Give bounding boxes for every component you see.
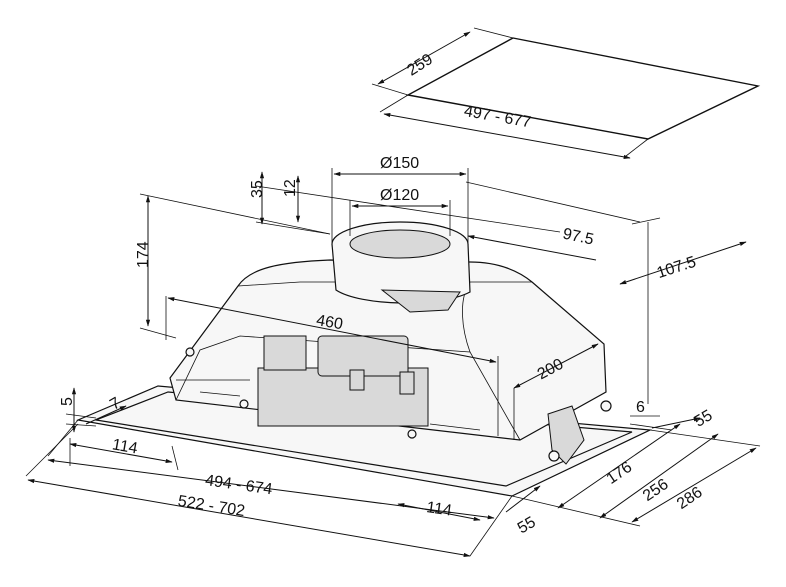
panel-width-dim-line [383,113,631,159]
offset-12-label: 12 [282,179,299,197]
top-panel-outline [405,37,761,140]
outlet-outer-label: Ø150 [380,155,419,172]
dim-107-5-line [619,241,747,285]
dim-6-label: 6 [636,399,645,416]
dim-5-label: 5 [59,397,76,406]
control-box [263,335,307,371]
left-114-label: 114 [111,436,139,457]
bottom-55-dim-line [505,485,541,513]
hood-body [75,221,653,497]
depth-176-label: 176 [604,459,636,488]
dim-107-5-label: 107.5 [655,254,698,283]
connector-1 [349,369,365,391]
width-460-label: 460 [315,312,344,333]
top-panel: 259 497 - 677 [371,27,761,159]
panel-depth-dim-line [377,31,471,85]
bottom-114-label: 114 [425,499,453,519]
depth-286-dim-line [631,447,757,523]
width-outer-dim-line [27,478,471,558]
dim-7-line [85,405,127,425]
dim-97-5-label: 97.5 [561,225,595,248]
depth-256-label: 256 [640,476,672,505]
dim-200-line [513,343,599,389]
bottom-55-label: 55 [515,514,539,538]
bottom-114-dim-line [397,503,481,521]
dim-97-5-line [467,235,597,261]
right-55-label: 55 [692,407,716,431]
width-inner-label: 494 - 674 [204,472,273,498]
outlet-inner [349,229,451,259]
panel-depth-label: 259 [404,51,436,80]
connector-2 [399,371,415,395]
width-460-dim-line [167,297,497,363]
depth-286-label: 286 [674,484,706,513]
width-outer-label: 522 - 702 [177,493,247,520]
height-174-label: 174 [135,241,152,268]
offset-35-label: 35 [249,180,266,198]
outlet-dimensions: Ø150 Ø120 35 12 97.5 107.5 [249,155,747,404]
outlet-inner-label: Ø120 [380,187,419,204]
